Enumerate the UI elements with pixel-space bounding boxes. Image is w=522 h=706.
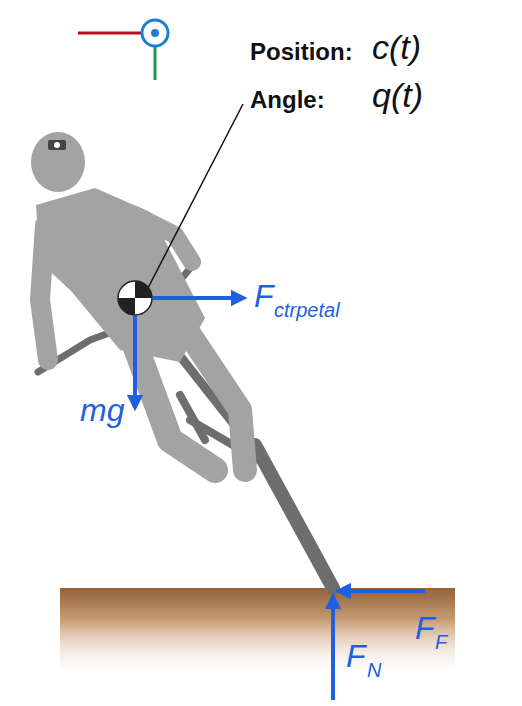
x-axis — [78, 32, 148, 35]
right-arm — [135, 215, 192, 262]
frame — [180, 395, 205, 440]
headlamp — [48, 140, 66, 150]
force-subscript: F — [435, 632, 447, 652]
com-quarter — [135, 281, 152, 298]
z-axis — [142, 20, 168, 46]
right-leg — [190, 335, 245, 470]
gravity-arrow — [133, 316, 137, 408]
force-symbol: F — [346, 640, 366, 672]
centripetal-arrow — [153, 296, 244, 300]
force-symbol: mg — [80, 394, 124, 426]
com-circle — [118, 281, 152, 315]
center-of-mass — [118, 281, 152, 315]
z-axis-dot — [151, 29, 159, 37]
angle-symbol: q(t) — [372, 78, 423, 112]
left-arm — [40, 225, 48, 360]
position-symbol: c(t) — [372, 30, 421, 64]
ground — [60, 588, 455, 678]
force-symbol: F — [254, 280, 274, 312]
com-quarter — [118, 298, 135, 315]
headlamp-lens — [54, 142, 60, 148]
position-label: Position: — [250, 40, 353, 64]
leader-line — [148, 104, 243, 288]
rider — [31, 132, 245, 470]
normal-arrow — [331, 596, 335, 700]
force-subscript: N — [367, 660, 381, 680]
head — [31, 132, 85, 192]
force-arrows — [135, 298, 425, 700]
force-subscript: ctrpetal — [274, 300, 340, 320]
friction-arrow — [338, 589, 425, 593]
angle-label: Angle: — [250, 88, 325, 112]
force-symbol: F — [415, 612, 435, 644]
